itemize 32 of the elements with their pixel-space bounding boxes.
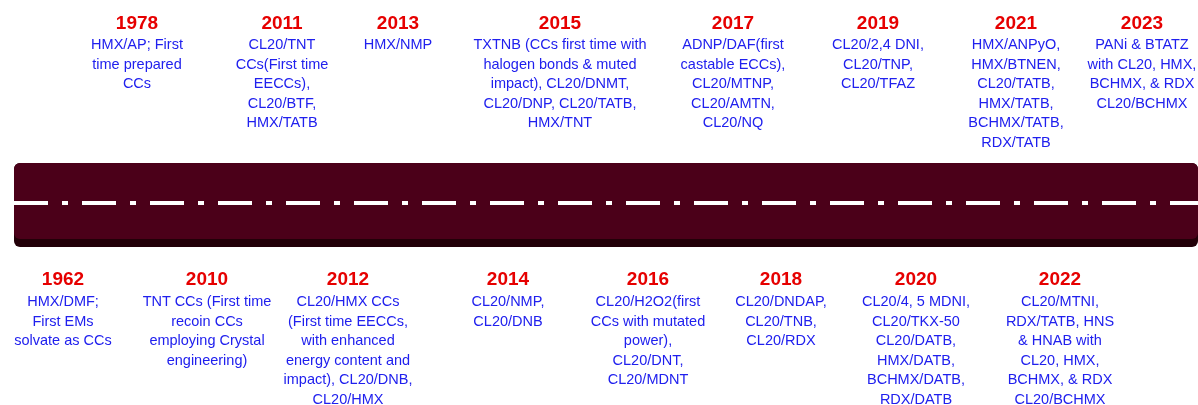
year-label: 2023: [1119, 12, 1165, 34]
timeline-entry-text: CL20/NMP, CL20/DNB: [470, 292, 546, 331]
timeline-entry-text: HMX/DMF; First EMs solvate as CCs: [13, 292, 113, 350]
timeline-entry-text: HMX/AP; First time prepared CCs: [90, 35, 184, 93]
timeline-entry-text: TXTNB (CCs first time with halogen bonds & muted impact), CL20/DNMT, CL20/DNP, CL20/TATB, HMX/TNT: [472, 35, 648, 132]
year-label: 2012: [325, 268, 371, 290]
year-label: 1978: [114, 12, 160, 34]
year-label: 2015: [537, 12, 583, 34]
timeline-entry-text: CL20/H2O2(first CCs with mutated power), CL20/DNT, CL20/MDNT: [589, 292, 707, 389]
timeline-entry-text: HMX/ANPyO, HMX/BTNEN, CL20/TATB, HMX/TATB, BCHMX/TATB, RDX/TATB: [967, 35, 1065, 152]
timeline-entry-text: CL20/DNDAP, CL20/TNB, CL20/RDX: [735, 292, 827, 350]
year-label: 2013: [375, 12, 421, 34]
timeline-entry-text: HMX/NMP: [362, 35, 434, 54]
year-label: 2021: [993, 12, 1039, 34]
timeline-entry-text: ADNP/DAF(first castable ECCs), CL20/MTNP, CL20/AMTN, CL20/NQ: [679, 35, 787, 132]
year-label: 2019: [855, 12, 901, 34]
year-label: 2020: [893, 268, 939, 290]
year-label: 2016: [625, 268, 671, 290]
timeline-entry-text: CL20/TNT CCs(First time EECCs), CL20/BTF, HMX/TATB: [234, 35, 330, 132]
timeline-entry-text: CL20/4, 5 MDNI, CL20/TKX-50 CL20/DATB, HMX/DATB, BCHMX/DATB, RDX/DATB: [861, 292, 971, 405]
year-label: 2017: [710, 12, 756, 34]
year-label: 2022: [1037, 268, 1083, 290]
year-label: 2018: [758, 268, 804, 290]
timeline-entry-text: CL20/2,4 DNI, CL20/TNP, CL20/TFAZ: [831, 35, 925, 93]
timeline-entry-text: CL20/MTNI, RDX/TATB, HNS & HNAB with CL20, HMX, BCHMX, & RDX CL20/BCHMX: [1004, 292, 1116, 405]
timeline-entry-text: PANi & BTATZ with CL20, HMX, BCHMX, & RDX CL20/BCHMX: [1086, 35, 1198, 113]
year-label: 1962: [40, 268, 86, 290]
timeline-entry-text: TNT CCs (First time recoin CCs employing Crystal engineering): [141, 292, 273, 370]
year-label: 2011: [260, 12, 304, 34]
timeline-entry-text: CL20/HMX CCs (First time EECCs, with enhanced energy content and impact), CL20/DNB, CL20/HMX: [282, 292, 414, 405]
year-label: 2010: [184, 268, 230, 290]
year-label: 2014: [485, 268, 531, 290]
